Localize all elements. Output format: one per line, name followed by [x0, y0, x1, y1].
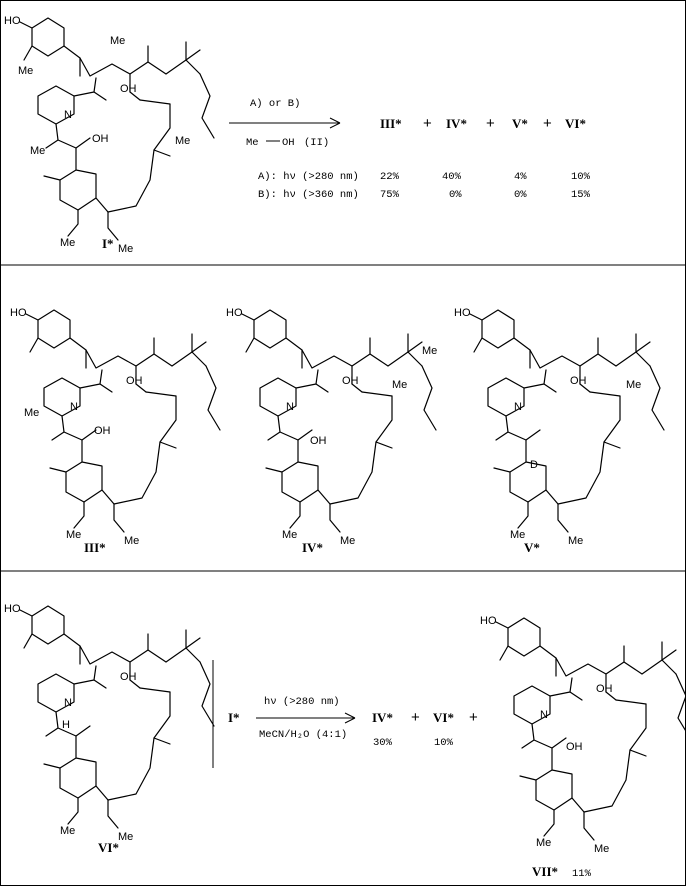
- atom-me: Me: [422, 345, 437, 357]
- atom-me: Me: [18, 65, 33, 77]
- yield-VI: 10%: [434, 737, 454, 749]
- atom-n: N: [540, 709, 548, 721]
- label-VII: VII*: [532, 864, 558, 879]
- atom-oh: OH: [92, 133, 109, 145]
- atom-oh: OH: [120, 83, 137, 95]
- label-VI: VI*: [98, 840, 119, 855]
- atom-oh: OH: [570, 375, 587, 387]
- atom-oh: OH: [596, 683, 613, 695]
- atom-me: Me: [118, 243, 133, 255]
- atom-me: Me: [536, 837, 551, 849]
- atom-ho: HO: [10, 307, 27, 319]
- row-b-value: 0%: [514, 189, 527, 201]
- atom-ho: HO: [480, 615, 497, 627]
- product-VI: VI*: [433, 710, 454, 725]
- row-b-value: 0%: [449, 189, 462, 201]
- atom-me: Me: [66, 529, 81, 541]
- row-a-value: 4%: [514, 171, 527, 183]
- row-b-value: 15%: [571, 189, 591, 201]
- atom-h: H: [62, 719, 70, 731]
- reagent-oh: OH: [282, 137, 295, 149]
- product-IV: IV*: [372, 710, 393, 725]
- atom-ho: HO: [4, 603, 21, 615]
- atom-n: N: [70, 401, 78, 413]
- atom-oh: OH: [126, 375, 143, 387]
- atom-d: D: [530, 459, 538, 471]
- yield-IV: 30%: [373, 737, 393, 749]
- product-III: III*: [380, 116, 402, 131]
- reaction1: A) or B) Me OH (II) III* + IV* + V* + VI…: [229, 98, 591, 201]
- atom-me: Me: [118, 831, 133, 843]
- atom-me: Me: [282, 529, 297, 541]
- atom-me: Me: [24, 407, 39, 419]
- atom-n: N: [514, 401, 522, 413]
- plus: +: [469, 709, 478, 726]
- label-IV: IV*: [302, 540, 323, 555]
- label-I: I*: [102, 236, 114, 251]
- atom-oh: OH: [310, 435, 327, 447]
- atom-me: Me: [594, 843, 609, 855]
- structure-III: HO N OH OH Me Me Me: [10, 307, 221, 547]
- row-b-value: 75%: [380, 189, 400, 201]
- reagent-me: Me: [246, 137, 259, 149]
- atom-me: Me: [626, 379, 641, 391]
- product-IV: IV*: [446, 116, 467, 131]
- yield-VII: 11%: [572, 868, 592, 880]
- atom-ho: HO: [454, 307, 471, 319]
- structure-VI: HO N H OH Me Me: [4, 603, 215, 843]
- conditions-above: A) or B): [250, 98, 300, 110]
- atom-me: Me: [175, 135, 190, 147]
- plus: +: [423, 115, 432, 132]
- arrow-head: [344, 712, 356, 724]
- plus: +: [411, 709, 420, 726]
- label-III: III*: [84, 540, 106, 555]
- conditions-below: MeCN/H₂O (4:1): [259, 729, 347, 741]
- atom-me: Me: [124, 535, 139, 547]
- row-b-label: B): hν (>360 nm): [258, 189, 359, 201]
- atom-me: Me: [340, 535, 355, 547]
- row-a-value: 40%: [442, 171, 462, 183]
- atom-ho: HO: [226, 307, 243, 319]
- atom-oh: OH: [566, 741, 583, 753]
- atom-me: Me: [110, 35, 125, 47]
- arrow-head: [329, 117, 341, 129]
- atom-oh: OH: [342, 375, 359, 387]
- atom-me: Me: [30, 145, 45, 157]
- atom-me: Me: [510, 529, 525, 541]
- start-I: I*: [228, 710, 240, 725]
- atom-oh: OH: [120, 671, 137, 683]
- plus: +: [486, 115, 495, 132]
- structure-I: HO Me N OH OH Me Me Me Me Me: [4, 15, 215, 255]
- row-a-value: 22%: [380, 171, 400, 183]
- product-V: V*: [512, 116, 528, 131]
- structure-VII: HO N OH OH Me Me: [480, 615, 686, 855]
- reagent-number: (II): [304, 137, 329, 149]
- label-V: V*: [524, 540, 540, 555]
- conditions-above: hν (>280 nm): [264, 696, 340, 708]
- structure-IV: HO N OH OH Me Me Me Me: [226, 307, 437, 547]
- atom-n: N: [286, 401, 294, 413]
- atom-me: Me: [392, 379, 407, 391]
- reaction2: I* hν (>280 nm) MeCN/H₂O (4:1) IV* 30% +…: [212, 660, 478, 768]
- plus: +: [543, 115, 552, 132]
- structure-V: HO N D OH Me Me Me: [454, 307, 665, 547]
- atom-n: N: [64, 109, 72, 121]
- row-a-value: 10%: [571, 171, 591, 183]
- product-VI: VI*: [565, 116, 586, 131]
- atom-me: Me: [568, 535, 583, 547]
- atom-n: N: [64, 697, 72, 709]
- atom-ho: HO: [4, 15, 21, 27]
- atom-oh: OH: [94, 425, 111, 437]
- atom-me: Me: [60, 237, 75, 249]
- row-a-label: A): hν (>280 nm): [258, 171, 359, 183]
- atom-me: Me: [60, 825, 75, 837]
